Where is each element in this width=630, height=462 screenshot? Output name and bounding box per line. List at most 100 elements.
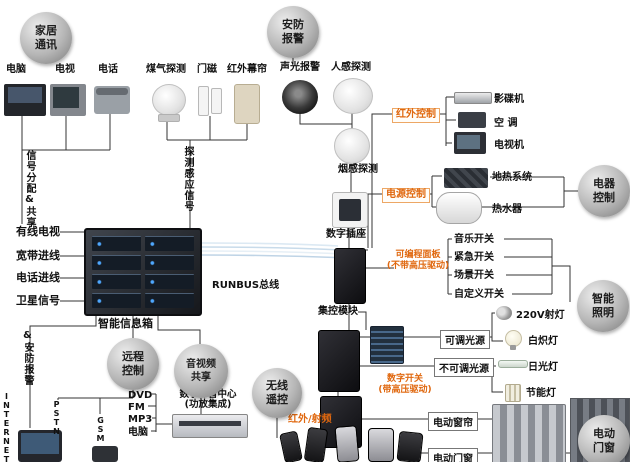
- label-dvd: DVD: [128, 390, 153, 401]
- bottom-left-monitor-device: [18, 430, 62, 462]
- label-security-line: &安防报警: [22, 330, 33, 386]
- central-control-module-device: [370, 326, 404, 364]
- digital-socket-device: [332, 192, 368, 228]
- label-water-heater: 热水器: [492, 204, 522, 215]
- label-music-switch: 音乐开关: [454, 234, 494, 245]
- label-emergency-switch: 紧急开关: [454, 252, 494, 263]
- water-heater-device: [436, 192, 482, 224]
- remote-control-device: [368, 428, 394, 462]
- label-satellite: 卫星信号: [16, 294, 60, 307]
- label-detect-signal: 探测感应信号: [182, 146, 193, 212]
- spotlight-icon: [496, 306, 512, 320]
- bubble-appliance-control: 电器 控制: [578, 165, 630, 217]
- label-energy-saving: 节能灯: [526, 388, 556, 399]
- gas-detector-base: [158, 114, 180, 122]
- laptop-device: [4, 84, 46, 116]
- bubble-remote-control: 远程 控制: [107, 338, 159, 390]
- laptop-screen: [8, 87, 42, 103]
- label-programmable-panel: 可编程面板 (不带高压驱动): [386, 250, 450, 272]
- label-tv: 电视: [55, 64, 75, 75]
- label-incandescent: 白炽灯: [528, 336, 558, 347]
- label-cable-tv: 有线电视: [16, 225, 60, 238]
- label-broadband: 宽带进线: [16, 249, 60, 262]
- bubble-smart-lighting: 智能 照明: [577, 280, 629, 332]
- smoke-detector-device: [334, 128, 370, 164]
- info-box-module: [92, 236, 141, 251]
- info-box-device: [84, 228, 202, 316]
- digital-socket-outlet: [339, 199, 361, 221]
- info-box-module: [145, 255, 194, 270]
- bubble-home-communication: 家居 通讯: [20, 12, 72, 64]
- runbus-cable-bundle: [201, 242, 351, 259]
- label-ir-control: 红外控制: [392, 108, 440, 123]
- bubble-security-alarm: 安防 报警: [267, 6, 319, 58]
- fluorescent-tube-icon: [498, 360, 528, 368]
- label-signal-share: 信号分配&共享: [24, 150, 35, 228]
- label-tv-set: 电视机: [494, 140, 524, 151]
- label-non-dimmable: 不可调光源: [434, 358, 494, 377]
- label-phone-line: 电话进线: [16, 271, 60, 284]
- telephone-device: [94, 86, 130, 114]
- bubble-wireless-remote: 无线 遥控: [252, 368, 302, 418]
- tv-device: [50, 84, 86, 116]
- info-box-module: [145, 236, 194, 251]
- telephone-handset: [96, 88, 128, 95]
- door-magnet-bar-2: [211, 88, 222, 114]
- label-power-control: 电源控制: [382, 188, 430, 203]
- ir-curtain-device: [234, 84, 260, 124]
- label-smoke-detector: 烟感探测: [338, 164, 378, 175]
- info-box-module: [145, 293, 194, 308]
- digital-switch-panel-device: [318, 330, 360, 392]
- gas-detector-device: [152, 84, 186, 116]
- av-center-display: [179, 421, 241, 426]
- electric-curtain-device: [492, 404, 566, 462]
- label-scene-switch: 场景开关: [454, 270, 494, 281]
- label-internet: INTERNET: [2, 392, 11, 462]
- human-sensor-device: [333, 78, 373, 114]
- label-digital-switch: 数字开关 (带高压驱动): [378, 374, 432, 396]
- tv-set-screen: [457, 135, 480, 149]
- label-curtain: 电动窗帘: [428, 412, 478, 431]
- cfl-lamp-icon: [505, 384, 521, 402]
- label-door-magnet: 门磁: [197, 64, 217, 75]
- info-box-module: [92, 293, 141, 308]
- label-ir-rf: 红外/射频: [288, 414, 332, 425]
- bottom-left-monitor-screen: [21, 433, 59, 454]
- label-sound-light-alarm: 声光报警: [280, 62, 320, 73]
- label-digital-socket: 数字插座: [326, 229, 366, 240]
- label-door-window-partial: 电动门窗: [428, 448, 478, 462]
- label-fluorescent: 日光灯: [528, 362, 558, 373]
- aircon-device: [458, 112, 486, 128]
- label-floor-heating: 地热系统: [492, 172, 532, 183]
- label-computer: 电脑: [6, 64, 26, 75]
- label-dimmable: 可调光源: [440, 330, 490, 349]
- info-box-module: [145, 274, 194, 289]
- label-aircon: 空 调: [494, 118, 518, 129]
- bubble-door-window: 电动 门窗: [578, 415, 630, 462]
- remote-control-device: [396, 430, 424, 462]
- label-gsm: GSM: [96, 416, 105, 443]
- label-phone: 电话: [98, 64, 118, 75]
- tv-set-device: [454, 132, 486, 154]
- info-box-module: [92, 274, 141, 289]
- door-magnet-bar-1: [198, 86, 209, 116]
- dvd-player-device: [454, 92, 492, 104]
- label-gas-detector: 煤气探测: [146, 64, 186, 75]
- remote-control-device: [334, 425, 360, 462]
- label-pc: 电脑: [128, 427, 148, 438]
- label-ir-curtain: 红外幕帘: [227, 64, 267, 75]
- label-fm: FM: [128, 402, 145, 413]
- floor-heating-device: [444, 168, 488, 188]
- sound-light-alarm-device: [282, 80, 318, 114]
- label-central-module: 集控模块: [318, 306, 358, 317]
- info-box-module: [92, 255, 141, 270]
- label-info-box: 智能信息箱: [98, 317, 153, 330]
- label-custom-switch: 自定义开关: [454, 289, 504, 300]
- label-pstn: PSTN: [52, 400, 61, 436]
- tv-screen: [53, 87, 79, 108]
- bubble-av-share: 音视频 共享: [174, 344, 228, 398]
- label-runbus-bus: RUNBUS总线: [212, 280, 280, 291]
- label-dvd-player: 影碟机: [494, 94, 524, 105]
- av-center-device: [172, 414, 248, 438]
